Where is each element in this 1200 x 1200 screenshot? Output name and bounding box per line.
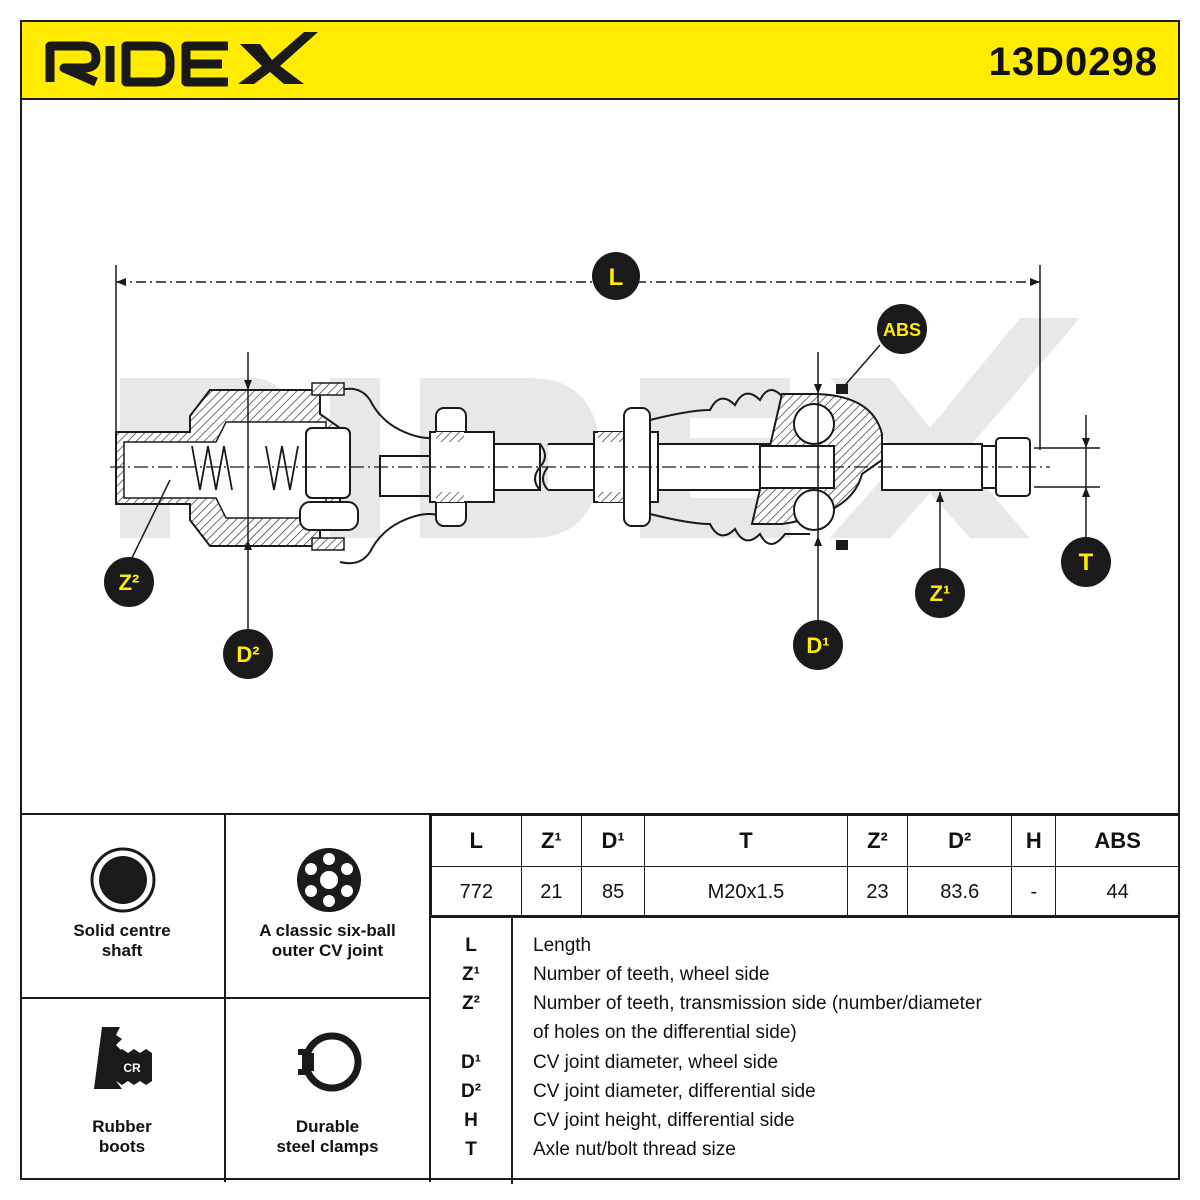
svg-text:Z¹: Z¹	[930, 581, 951, 606]
six-ball-joint-icon	[297, 848, 361, 912]
feature-label: Rubber boots	[20, 1117, 224, 1157]
sheet-frame	[20, 20, 1180, 1180]
legend-text: CV joint diameter, differential side	[533, 1081, 816, 1102]
badge-D1: D¹	[793, 620, 843, 670]
feature-solid-shaft: Solid centre shaft	[20, 815, 226, 999]
spec-header: Z¹	[520, 815, 583, 867]
spec-value: 83.6	[907, 866, 1013, 918]
legend-symbol: L	[465, 935, 477, 956]
legend: L Length Z¹ Number of teeth, wheel side …	[431, 915, 1180, 1184]
svg-text:D²: D²	[236, 642, 259, 667]
feature-label: Durable steel clamps	[226, 1117, 429, 1157]
svg-text:Z²: Z²	[119, 570, 140, 595]
feature-steel-clamps: Durable steel clamps	[226, 999, 431, 1182]
badge-Z2: Z²	[104, 557, 154, 607]
spec-header-row: L Z¹ D¹ T Z² D² H ABS	[431, 815, 1180, 867]
legend-row: of holes on the differential side)	[431, 1018, 1180, 1047]
legend-row: L Length	[431, 931, 1180, 960]
part-number: 13D0298	[988, 40, 1158, 84]
badge-T: T	[1061, 537, 1111, 587]
feature-label-line1: Rubber	[92, 1117, 152, 1136]
spec-value: 44	[1055, 866, 1180, 918]
feature-label-line2: shaft	[101, 941, 143, 960]
feature-label-line1: A classic six-ball	[259, 921, 396, 940]
feature-rubber-boots: CR Rubber boots	[20, 999, 226, 1182]
legend-row: H CV joint height, differential side	[431, 1106, 1180, 1135]
spec-header: H	[1011, 815, 1057, 867]
legend-text: Length	[533, 935, 592, 956]
svg-text:CR: CR	[123, 1061, 141, 1075]
legend-row: Z² Number of teeth, transmission side (n…	[431, 989, 1180, 1018]
legend-symbol: D¹	[460, 1052, 482, 1073]
feature-label-line1: Solid centre	[73, 921, 171, 940]
legend-symbol: Z²	[462, 993, 480, 1014]
header-bar: 13D0298	[20, 20, 1180, 100]
legend-row: D¹ CV joint diameter, wheel side	[431, 1048, 1180, 1077]
spec-value: -	[1011, 866, 1057, 918]
legend-row: Z¹ Number of teeth, wheel side	[431, 960, 1180, 989]
spec-value: 772	[431, 866, 522, 918]
svg-text:L: L	[609, 264, 624, 291]
feature-label-line2: boots	[98, 1137, 146, 1156]
feature-label-line2: outer CV joint	[271, 941, 384, 960]
badge-ABS: ABS	[877, 304, 927, 354]
legend-row: T Axle nut/bolt thread size	[431, 1135, 1180, 1164]
ridex-logo	[45, 32, 318, 87]
spec-header: ABS	[1055, 815, 1180, 867]
svg-text:D¹: D¹	[806, 633, 829, 658]
driveshaft-drawing: L ABS Z² D² D¹ Z¹ T	[20, 100, 1180, 813]
legend-symbol: H	[464, 1110, 478, 1131]
svg-text:ABS: ABS	[883, 320, 921, 340]
feature-label-line1: Durable	[295, 1117, 360, 1136]
legend-symbol: D²	[460, 1081, 482, 1102]
spec-header: D²	[907, 815, 1013, 867]
badge-D2: D²	[223, 629, 273, 679]
spec-table: L Z¹ D¹ T Z² D² H ABS 772 21 85 M20x1.5 …	[431, 815, 1180, 918]
badge-Z1: Z¹	[915, 568, 965, 618]
feature-six-ball-joint: A classic six-ball outer CV joint	[226, 815, 431, 999]
solid-shaft-icon	[90, 847, 156, 913]
legend-row: D² CV joint diameter, differential side	[431, 1077, 1180, 1106]
spec-value: 23	[846, 866, 909, 918]
legend-text: CV joint height, differential side	[533, 1110, 795, 1131]
legend-text: Number of teeth, wheel side	[533, 964, 770, 985]
legend-text: Number of teeth, transmission side (numb…	[533, 993, 982, 1014]
spec-header: L	[431, 815, 522, 867]
legend-symbol: Z¹	[462, 964, 480, 985]
svg-text:T: T	[1079, 549, 1094, 576]
feature-label: A classic six-ball outer CV joint	[226, 921, 429, 961]
spec-value: 21	[520, 866, 583, 918]
legend-text: CV joint diameter, wheel side	[533, 1052, 779, 1073]
legend-divider	[511, 917, 513, 1184]
legend-text: Axle nut/bolt thread size	[533, 1139, 736, 1160]
spec-value: M20x1.5	[644, 866, 848, 918]
rubber-boot-icon: CR	[94, 1027, 152, 1089]
spec-header: D¹	[581, 815, 646, 867]
spec-panel: Solid centre shaft A classic six-ball ou…	[20, 813, 1180, 1184]
badge-L: L	[592, 252, 640, 300]
spec-value-row: 772 21 85 M20x1.5 23 83.6 - 44	[431, 866, 1180, 918]
spec-value: 85	[581, 866, 646, 918]
feature-label: Solid centre shaft	[20, 921, 224, 961]
steel-clamp-icon	[298, 1032, 362, 1092]
legend-symbol: T	[465, 1139, 477, 1160]
legend-text: of holes on the differential side)	[533, 1022, 797, 1043]
feature-label-line2: steel clamps	[276, 1137, 379, 1156]
spec-header: T	[644, 815, 848, 867]
spec-header: Z²	[846, 815, 909, 867]
